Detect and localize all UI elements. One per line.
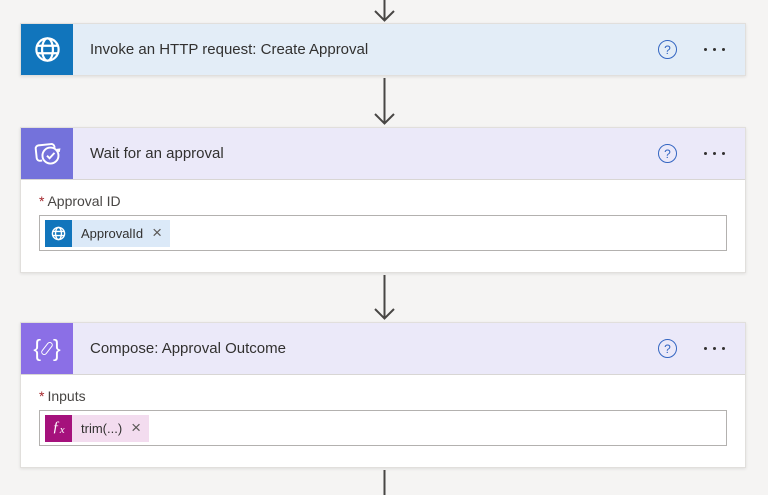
- required-marker: *: [39, 388, 45, 404]
- fx-icon: ƒx: [45, 414, 72, 442]
- help-icon[interactable]: ?: [658, 339, 677, 358]
- token-label: trim(...): [81, 420, 123, 436]
- card-body: *Approval ID ApprovalId ×: [21, 179, 745, 251]
- action-card-invoke-http-request[interactable]: Invoke an HTTP request: Create Approval …: [20, 23, 746, 76]
- compose-icon: { }: [21, 323, 73, 374]
- token-label: ApprovalId: [81, 225, 144, 241]
- card-body: *Inputs ƒx trim(...) ×: [21, 374, 745, 446]
- card-header[interactable]: Wait for an approval ?: [21, 128, 745, 179]
- globe-icon: [21, 24, 73, 75]
- action-card-wait-for-approval[interactable]: Wait for an approval ? *Approval ID: [20, 127, 746, 273]
- inputs-input[interactable]: ƒx trim(...) ×: [39, 410, 727, 446]
- card-title: Invoke an HTTP request: Create Approval: [90, 41, 369, 58]
- approval-id-input[interactable]: ApprovalId ×: [39, 215, 727, 251]
- help-icon[interactable]: ?: [658, 40, 677, 59]
- dynamic-content-token-approvalid[interactable]: ApprovalId ×: [45, 219, 171, 247]
- globe-icon: [45, 219, 72, 247]
- field-label-approval-id: *Approval ID: [39, 193, 121, 209]
- brace-right: }: [53, 335, 61, 361]
- arrow-wait-to-compose: [374, 275, 395, 320]
- arrow-into-http-card: [374, 0, 395, 22]
- close-icon[interactable]: ×: [131, 417, 142, 437]
- more-options-icon[interactable]: [702, 341, 727, 356]
- field-label-inputs: *Inputs: [39, 388, 86, 404]
- card-header[interactable]: { } Compose: Approval Outcome ?: [21, 323, 745, 374]
- card-title: Wait for an approval: [90, 145, 224, 162]
- pen-icon: [40, 340, 54, 357]
- expression-token-trim[interactable]: ƒx trim(...) ×: [45, 414, 150, 442]
- approvals-icon: [21, 128, 73, 179]
- close-icon[interactable]: ×: [152, 222, 163, 242]
- arrow-http-to-wait: [374, 78, 395, 125]
- more-options-icon[interactable]: [702, 146, 727, 161]
- card-header[interactable]: Invoke an HTTP request: Create Approval …: [21, 24, 745, 75]
- action-card-compose-approval-outcome[interactable]: { } Compose: Approval Outcome ? *Inputs …: [20, 322, 746, 468]
- required-marker: *: [39, 193, 45, 209]
- brace-left: {: [33, 335, 41, 361]
- card-title: Compose: Approval Outcome: [90, 340, 286, 357]
- more-options-icon[interactable]: [702, 42, 727, 57]
- help-icon[interactable]: ?: [658, 144, 677, 163]
